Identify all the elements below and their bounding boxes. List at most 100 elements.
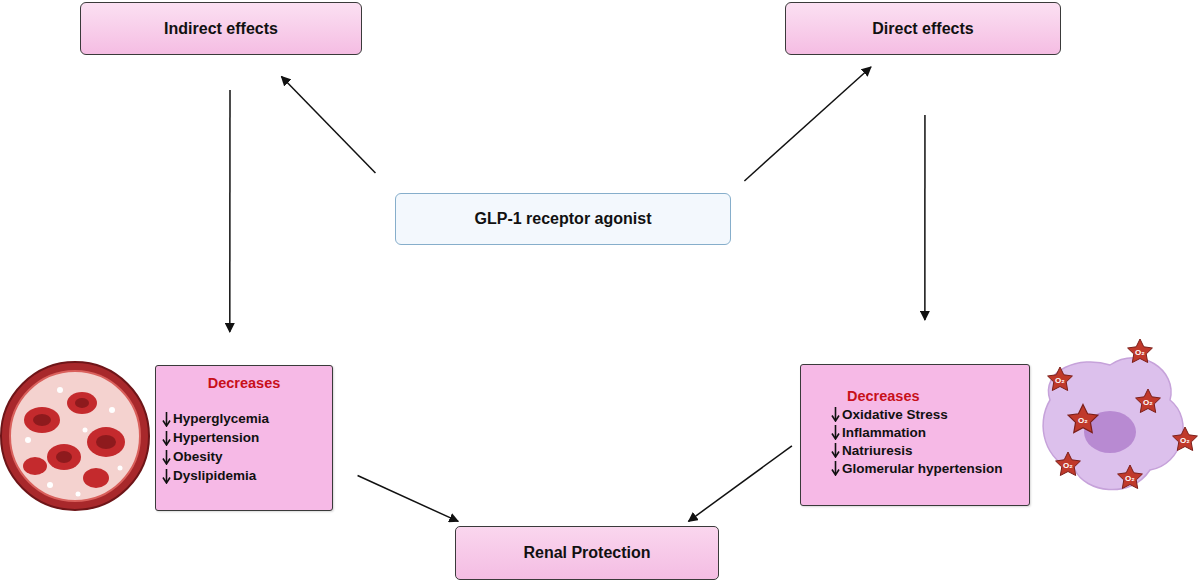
red-blood-cell [24, 407, 60, 433]
decrease-arrow-head [163, 458, 170, 464]
ros-burst [1068, 404, 1098, 432]
platelet-dot [118, 466, 123, 471]
effect-item-row: Dyslipidemia [156, 466, 332, 485]
ros-label: O₂ [1180, 437, 1190, 445]
decrease-arrow [831, 442, 840, 458]
decrease-arrow-head [163, 477, 170, 483]
platelet-dot [76, 492, 81, 497]
effect-item: Obesity [173, 449, 223, 464]
list-heading-row: Decreases [156, 374, 332, 392]
ros-burst [1118, 465, 1143, 489]
ros-burst [1048, 367, 1073, 391]
effect-category-box: Direct effects [785, 2, 1061, 55]
list-heading: Decreases [847, 388, 920, 404]
box-title: Renal Protection [523, 544, 650, 562]
platelet-dot [83, 428, 88, 433]
ros-label: O₂ [1078, 417, 1088, 425]
effect-item-row: Obesity [156, 447, 332, 466]
decrease-arrow-head [832, 416, 839, 422]
arrow-connector [358, 475, 459, 521]
red-blood-cell [67, 392, 97, 414]
effect-item: Inflammation [842, 425, 926, 440]
decrease-arrow [162, 411, 171, 427]
list-heading-row: Decreases [801, 387, 1029, 405]
ros-burst [1128, 339, 1153, 363]
effect-list-box: DecreasesHyperglycemiaHypertensionObesit… [155, 365, 333, 511]
effect-item-row: Inflammation [801, 423, 1029, 441]
arrow-connector [924, 115, 926, 320]
platelet-dot [109, 407, 115, 413]
box-title: Indirect effects [164, 20, 278, 38]
effect-item: Glomerular hypertension [842, 461, 1003, 476]
effect-item: Dyslipidemia [173, 468, 256, 483]
red-blood-cell [96, 435, 116, 449]
platelet-dot [57, 387, 63, 393]
decrease-arrow-head [163, 420, 170, 426]
arrow-connector [229, 90, 231, 332]
effect-item-row: Hyperglycemia [156, 409, 332, 428]
ros-burst [1056, 452, 1081, 476]
decrease-arrow [162, 468, 171, 484]
effect-item-row: Glomerular hypertension [801, 459, 1029, 477]
decrease-arrow [831, 424, 840, 440]
red-blood-cell [23, 457, 47, 475]
decrease-arrow-shaft [835, 461, 837, 474]
title-row: Direct effects [872, 20, 973, 38]
ros-burst [1173, 427, 1198, 451]
decrease-arrow-shaft [835, 425, 837, 438]
red-blood-cell [87, 427, 125, 457]
platelet-dot [47, 482, 53, 488]
box-title: Direct effects [872, 20, 973, 38]
outcome-box: Renal Protection [455, 526, 719, 580]
platelet-dot [25, 437, 31, 443]
ros-label: O₂ [1135, 349, 1145, 357]
drug-box: GLP-1 receptor agonist [395, 193, 731, 245]
ros-label: O₂ [1063, 462, 1073, 470]
title-row: Indirect effects [164, 20, 278, 38]
decrease-arrow-shaft [166, 431, 168, 444]
title-row: GLP-1 receptor agonist [475, 210, 652, 228]
red-blood-cell [75, 398, 89, 408]
ros-label: O₂ [1055, 377, 1065, 385]
decrease-arrow-shaft [835, 407, 837, 420]
decrease-arrow-head [832, 452, 839, 458]
ros-label: O₂ [1125, 475, 1135, 483]
ros-label: O₂ [1143, 399, 1153, 407]
title-row: Renal Protection [523, 544, 650, 562]
decrease-arrow [831, 460, 840, 476]
effect-item-row: Hypertension [156, 428, 332, 447]
vessel-wall [1, 362, 149, 510]
effect-list-box: DecreasesOxidative StressInflammationNat… [800, 364, 1030, 506]
arrow-connector [281, 76, 375, 172]
red-blood-cell [33, 414, 51, 426]
decrease-arrow [831, 406, 840, 422]
decrease-arrow-head [832, 470, 839, 476]
effect-item: Natriuresis [842, 443, 913, 458]
red-blood-cell [47, 444, 81, 470]
ros-burst [1136, 389, 1161, 413]
list-heading: Decreases [208, 375, 281, 391]
decrease-arrow [162, 430, 171, 446]
arrow-connector [689, 446, 792, 521]
decrease-arrow-shaft [166, 469, 168, 482]
blood-vessel-illustration [1, 362, 149, 510]
cell-body [1043, 358, 1183, 490]
effect-category-box: Indirect effects [80, 2, 362, 55]
red-blood-cell [56, 451, 72, 463]
decrease-arrow-shaft [166, 450, 168, 463]
vessel-lumen [10, 371, 140, 501]
decrease-arrow-head [832, 434, 839, 440]
decrease-arrow-shaft [835, 443, 837, 456]
oxidative-cell-illustration [1043, 339, 1197, 490]
effect-item: Oxidative Stress [842, 407, 948, 422]
arrow-connector [744, 67, 871, 181]
red-blood-cell [83, 468, 109, 488]
decrease-arrow [162, 449, 171, 465]
effect-item-row: Natriuresis [801, 441, 1029, 459]
box-title: GLP-1 receptor agonist [475, 210, 652, 228]
effect-item-row: Oxidative Stress [801, 405, 1029, 423]
